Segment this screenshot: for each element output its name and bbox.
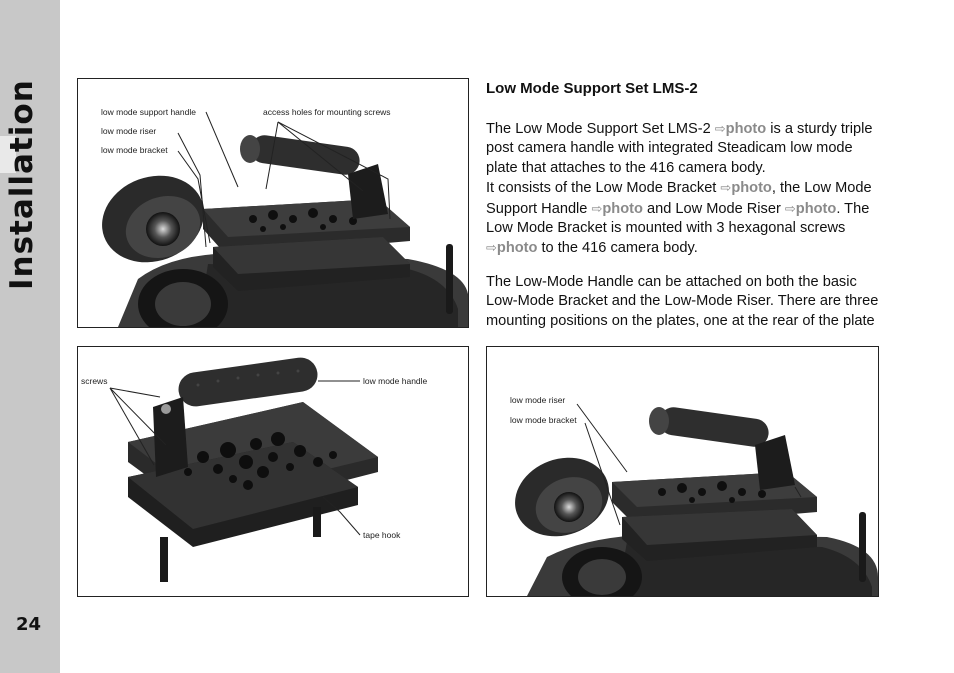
text-span: , the Low Mode Support Handle — [486, 180, 872, 217]
arrow-right-icon: ⇨ — [591, 200, 603, 216]
arrow-right-icon: ⇨ — [784, 200, 796, 216]
photo-reference-link[interactable]: photo — [795, 200, 837, 217]
page-number: 24 — [16, 614, 42, 635]
photo-reference-link[interactable]: photo — [602, 200, 643, 217]
sidebar — [0, 0, 60, 673]
arrow-right-icon: ⇨ — [714, 121, 726, 136]
text-span: It consists of the Low Mode Bracket — [486, 180, 721, 197]
section-tab — [0, 136, 16, 173]
label-low-mode-handle: low mode handle — [363, 376, 428, 386]
arrow-right-icon: ⇨ — [486, 240, 497, 256]
label-riser: low mode riser — [101, 126, 157, 136]
label-bracket-2: low mode bracket — [510, 415, 577, 425]
figure-camera-with-riser: low mode support handle low mode riser l… — [77, 78, 469, 328]
figure-camera-with-bracket: low mode riser low mode bracket — [486, 346, 879, 597]
text-span: . The Low Mode Bracket is mounted with 3… — [486, 200, 870, 237]
label-riser-2: low mode riser — [510, 395, 566, 405]
label-support-handle: low mode support handle — [101, 107, 196, 117]
article-heading: Low Mode Support Set LMS-2 — [486, 80, 698, 97]
text-span: to the 416 camera body. — [537, 240, 698, 257]
text-span: The Low Mode Support Set LMS-2 — [486, 121, 715, 137]
camera-photo-1 — [102, 111, 468, 327]
section-title: Installation — [4, 79, 40, 290]
text-span: and Low Mode Riser — [642, 200, 785, 217]
photo-reference-link[interactable]: photo — [731, 180, 772, 197]
photo-reference-link[interactable]: photo — [725, 121, 767, 137]
label-bracket: low mode bracket — [101, 145, 168, 155]
label-tape-hook: tape hook — [363, 530, 401, 540]
photo-reference-link[interactable]: photo — [496, 240, 538, 257]
camera-photo-2 — [515, 403, 878, 596]
figure-handle-detail: screws low mode handle tape hook — [77, 346, 469, 597]
handle-photo — [109, 357, 378, 582]
arrow-right-icon: ⇨ — [720, 180, 732, 196]
label-screws: screws — [81, 376, 108, 386]
paragraph-mounting: The Low-Mode Handle can be attached on b… — [486, 274, 879, 329]
paragraph-intro: The Low Mode Support Set LMS-2 ⇨photo is… — [486, 119, 881, 259]
label-access-holes: access holes for mounting screws — [263, 107, 391, 117]
text-span: is a sturdy triple post camera handle wi… — [486, 121, 873, 176]
